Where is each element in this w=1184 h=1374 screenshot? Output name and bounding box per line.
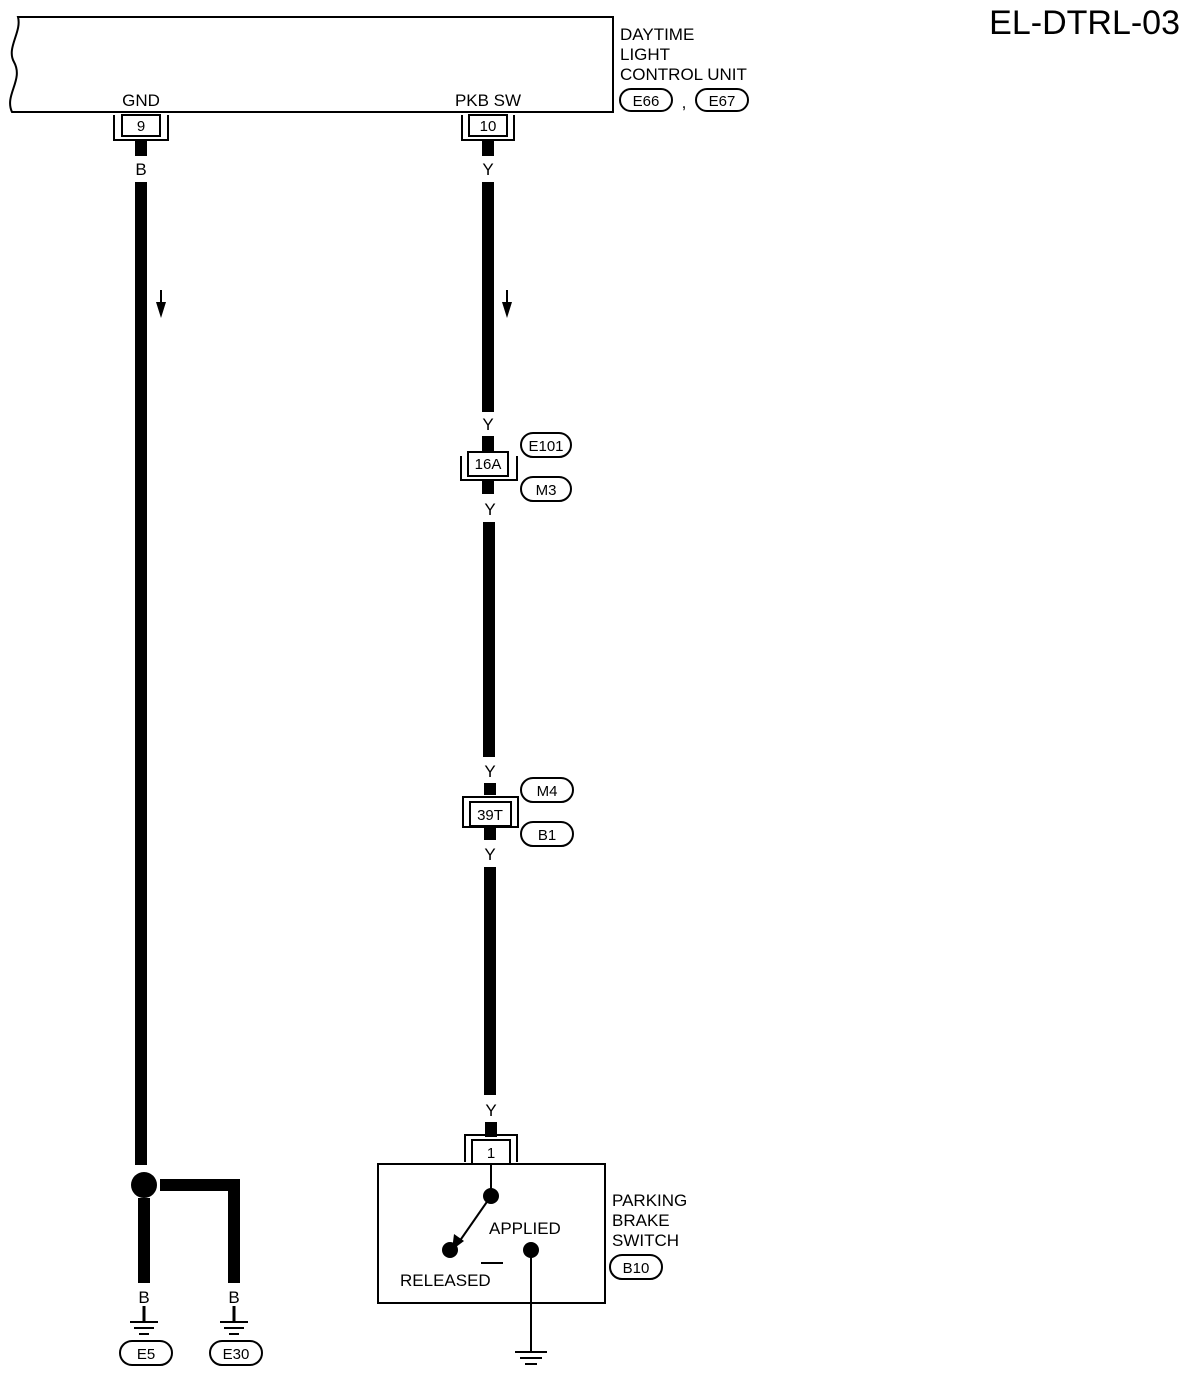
wire-color-y-2: Y <box>482 415 493 434</box>
joint-pin-39t: 39T <box>477 807 503 824</box>
connector-shell-10 <box>461 115 515 141</box>
joint-shell-16a <box>460 456 518 481</box>
connector-pill-e67 <box>695 88 749 112</box>
connector-pill-e66 <box>619 88 673 112</box>
wire-color-y-3: Y <box>484 500 495 519</box>
joint-pill-b1 <box>520 821 574 847</box>
joint-pill-e101 <box>520 432 572 458</box>
control-unit-name-line-1: DAYTIME <box>620 25 694 44</box>
connector-e66: E66 <box>633 93 660 110</box>
flow-arrow-right-head <box>502 302 512 318</box>
wire-color-b-e30: B <box>228 1288 239 1307</box>
parking-brake-name-line-3: SWITCH <box>612 1231 679 1250</box>
control-unit-box <box>9 16 614 113</box>
joint-pill-m3 <box>520 476 572 502</box>
parking-brake-name-line-2: BRAKE <box>612 1211 670 1230</box>
flow-arrow-left-head <box>156 302 166 318</box>
ground-e30: E30 <box>223 1346 250 1363</box>
parking-brake-pill-b10 <box>609 1254 663 1280</box>
connector-e67: E67 <box>709 93 736 110</box>
ground-splice <box>131 1172 157 1198</box>
ground-symbol-switch <box>515 1351 547 1365</box>
switch-contact-released <box>442 1242 458 1258</box>
pin-10: 10 <box>480 118 497 135</box>
ground-pill-e30 <box>209 1340 263 1366</box>
terminal-gnd-label: GND <box>122 91 160 110</box>
joint-pin-16a: 16A <box>475 456 502 473</box>
connector-shell-1 <box>464 1134 518 1162</box>
ground-symbol-e5 <box>130 1306 158 1335</box>
pin-1: 1 <box>487 1145 495 1162</box>
wire-color-y-1: Y <box>482 160 493 179</box>
wire-color-b-top: B <box>135 160 146 179</box>
wire-ground-branch <box>160 1179 240 1283</box>
terminal-pkb-label: PKB SW <box>455 91 521 110</box>
joint-connector-m4: M4 <box>537 783 558 800</box>
joint-connector-e101: E101 <box>528 438 563 455</box>
wire-color-b-e5: B <box>138 1288 149 1307</box>
ground-pill-e5 <box>119 1340 173 1366</box>
wire-color-y-5: Y <box>484 845 495 864</box>
ground-e5: E5 <box>137 1346 155 1363</box>
joint-pill-m4 <box>520 777 574 803</box>
joint-connector-m3: M3 <box>536 482 557 499</box>
joint-connector-b1: B1 <box>538 827 556 844</box>
control-unit-name-line-3: CONTROL UNIT <box>620 65 747 84</box>
pin-9: 9 <box>137 118 145 135</box>
joint-shell-39t <box>462 796 519 828</box>
control-unit-name-line-2: LIGHT <box>620 45 670 64</box>
wire-color-y-6: Y <box>485 1101 496 1120</box>
joint-pin-box-39t <box>469 801 512 827</box>
connector-pin-box-10 <box>468 114 508 137</box>
connector-shell-9 <box>113 115 169 141</box>
switch-released-label: RELEASED <box>400 1271 491 1290</box>
ground-symbol-e30 <box>220 1306 248 1335</box>
parking-brake-name-line-1: PARKING <box>612 1191 687 1210</box>
switch-applied-label: APPLIED <box>489 1219 561 1238</box>
connector-separator: , <box>682 93 687 112</box>
parking-brake-connector-b10: B10 <box>623 1260 650 1277</box>
connector-pin-box-9 <box>121 114 161 137</box>
page-code: EL-DTRL-03 <box>989 4 1180 42</box>
wire-color-y-4: Y <box>484 762 495 781</box>
joint-pin-box-16a <box>467 451 509 477</box>
switch-arm <box>458 1195 492 1243</box>
